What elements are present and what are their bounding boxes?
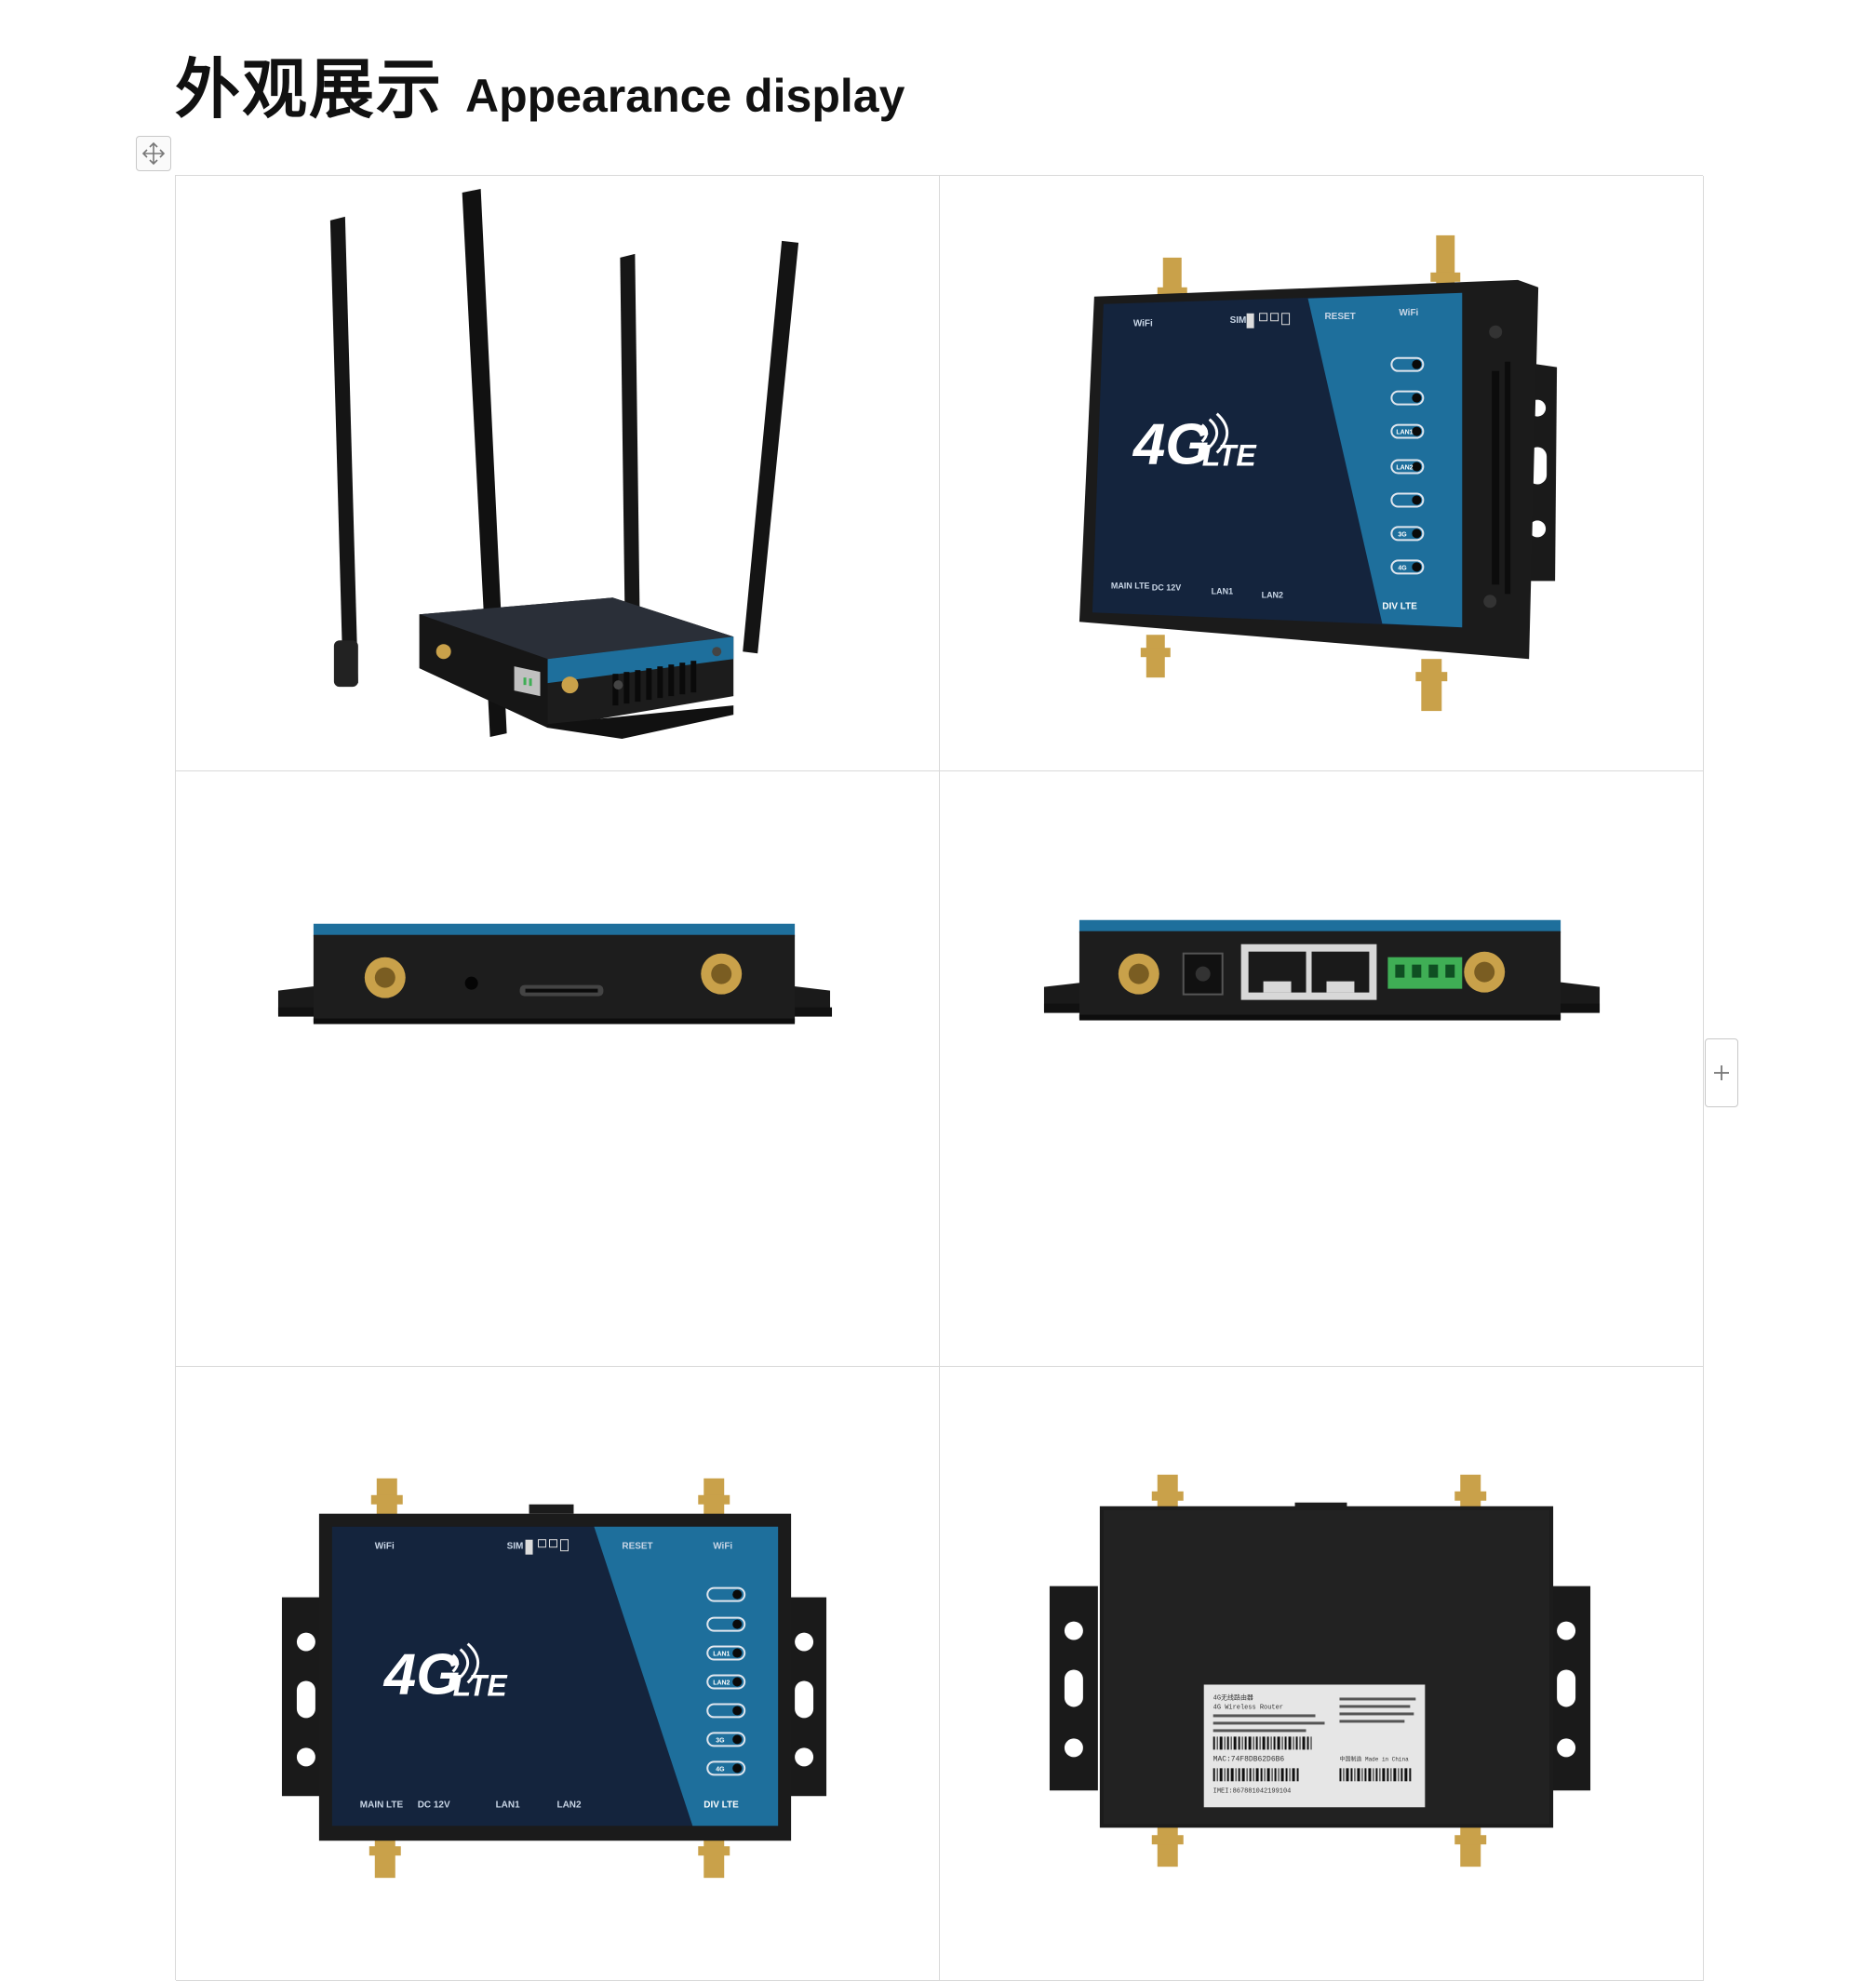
photo-cell-top-front: WiFi SIM RESET WiFi 4G LTE LAN1 LAN2	[176, 1367, 940, 1981]
indicator-lan1: LAN1	[1396, 430, 1413, 436]
top-indicator-3g: 3G	[716, 1737, 724, 1744]
label-lan2: LAN2	[1262, 590, 1283, 599]
sticker-made-in: 中国制造 Made in China	[1339, 1755, 1409, 1762]
top-indicator-lan1: LAN1	[713, 1652, 730, 1658]
label-reset: RESET	[1324, 312, 1355, 322]
router-top-front-photo: WiFi SIM RESET WiFi 4G LTE LAN1 LAN2	[281, 1478, 827, 1879]
indicator-3g: 3G	[1398, 531, 1406, 538]
logo-4g: 4G	[1132, 413, 1211, 477]
page-title: 外观展示 Appearance display	[175, 37, 905, 127]
router-front-angle-photo: WiFi SIM RESET WiFi 4G LTE LAN1 LAN2	[1079, 234, 1558, 712]
title-english: Appearance display	[465, 70, 905, 122]
photo-cell-bottom-sticker: 4G无线路由器 4G Wireless Router	[940, 1367, 1704, 1981]
top-indicator-4g: 4G	[716, 1766, 724, 1773]
table-move-handle[interactable]	[136, 136, 171, 171]
photo-cell-side-sim	[176, 771, 940, 1367]
indicator-lan2: LAN2	[1396, 465, 1413, 472]
top-label-div-lte: DIV LTE	[704, 1800, 739, 1810]
top-indicator-lan2: LAN2	[713, 1680, 730, 1686]
top-label-wifi-right: WiFi	[713, 1542, 732, 1552]
sticker-line2: 4G Wireless Router	[1213, 1704, 1283, 1711]
top-label-lan2: LAN2	[557, 1800, 582, 1810]
sticker-line1: 4G无线路由器	[1213, 1693, 1253, 1702]
appearance-table: WiFi SIM RESET WiFi 4G LTE LAN1 LAN2	[175, 175, 1704, 1981]
label-wifi-right: WiFi	[1399, 308, 1418, 318]
label-div-lte: DIV LTE	[1382, 601, 1417, 611]
top-logo-4g: 4G	[382, 1642, 462, 1707]
label-dc: DC 12V	[1152, 582, 1181, 592]
router-rear-ports-photo	[1043, 919, 1601, 1021]
top-logo-lte: LTE	[453, 1668, 509, 1702]
move-arrows-icon	[141, 141, 166, 166]
top-label-sim: SIM	[507, 1542, 524, 1552]
top-label-wifi-left: WiFi	[375, 1542, 395, 1552]
top-label-main-lte: MAIN LTE	[360, 1800, 404, 1810]
plus-icon	[1714, 1065, 1729, 1080]
photo-cell-rear-ports	[940, 771, 1704, 1367]
top-label-lan1: LAN1	[496, 1800, 520, 1810]
sticker-imei: IMEI:867881042199104	[1213, 1787, 1292, 1795]
sticker-mac: MAC:74F8DB62D6B6	[1213, 1755, 1285, 1763]
label-main-lte: MAIN LTE	[1111, 581, 1150, 590]
top-label-reset: RESET	[622, 1542, 652, 1552]
title-chinese: 外观展示	[175, 51, 443, 127]
top-label-dc: DC 12V	[418, 1800, 450, 1810]
photo-cell-antennas	[176, 176, 940, 771]
router-side-sim-photo	[277, 923, 833, 1024]
label-wifi-left: WiFi	[1133, 319, 1153, 329]
router-antennas-photo	[329, 188, 799, 740]
label-sim: SIM	[1230, 315, 1247, 326]
logo-lte: LTE	[1202, 439, 1258, 473]
add-column-button[interactable]	[1705, 1038, 1738, 1107]
router-bottom-photo: 4G无线路由器 4G Wireless Router	[1049, 1474, 1591, 1867]
indicator-4g: 4G	[1398, 565, 1406, 571]
label-lan1: LAN1	[1212, 586, 1233, 596]
photo-cell-front-angle: WiFi SIM RESET WiFi 4G LTE LAN1 LAN2	[940, 176, 1704, 771]
